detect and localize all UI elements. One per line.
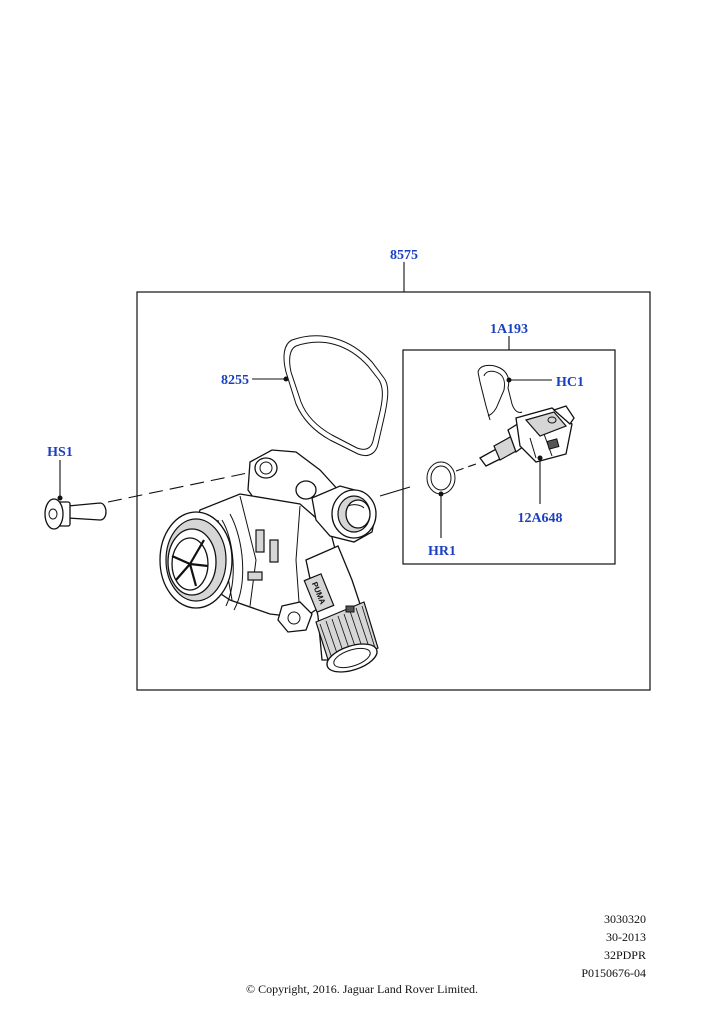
bolt-centerline: [107, 469, 263, 503]
bolt-leader-dot: [57, 495, 63, 501]
reference-line-1: 3030320: [604, 912, 646, 926]
bolt-icon: [44, 498, 107, 530]
o-ring-icon: [426, 461, 456, 495]
thermostat-housing-icon: PUMA: [159, 449, 379, 673]
callout-HC1[interactable]: HC1: [556, 375, 584, 390]
callout-12A648[interactable]: 12A648: [517, 511, 562, 526]
copyright-notice: © Copyright, 2016. Jaguar Land Rover Lim…: [245, 982, 479, 996]
callout-8575[interactable]: 8575: [390, 248, 418, 263]
reference-line-4: P0150676-04: [581, 966, 646, 980]
callout-1A193[interactable]: 1A193: [490, 322, 528, 337]
callout-8255[interactable]: 8255: [221, 373, 249, 388]
callout-HS1[interactable]: HS1: [47, 445, 73, 460]
temperature-sensor-icon: [479, 405, 575, 467]
retaining-clip-icon: [477, 364, 523, 421]
sensor-centerline: [455, 463, 477, 472]
sensor-leader-dot: [537, 455, 543, 461]
reference-line-3: 32PDPR: [603, 948, 646, 962]
gasket-icon: [283, 335, 389, 457]
gasket-leader-dot: [283, 376, 289, 382]
callout-HR1[interactable]: HR1: [428, 544, 456, 559]
oring-leader-dot: [438, 491, 444, 497]
assembly-frame: [136, 291, 651, 691]
clip-leader-dot: [506, 377, 512, 383]
oring-centerline: [379, 486, 411, 497]
reference-line-2: 30-2013: [606, 930, 646, 944]
